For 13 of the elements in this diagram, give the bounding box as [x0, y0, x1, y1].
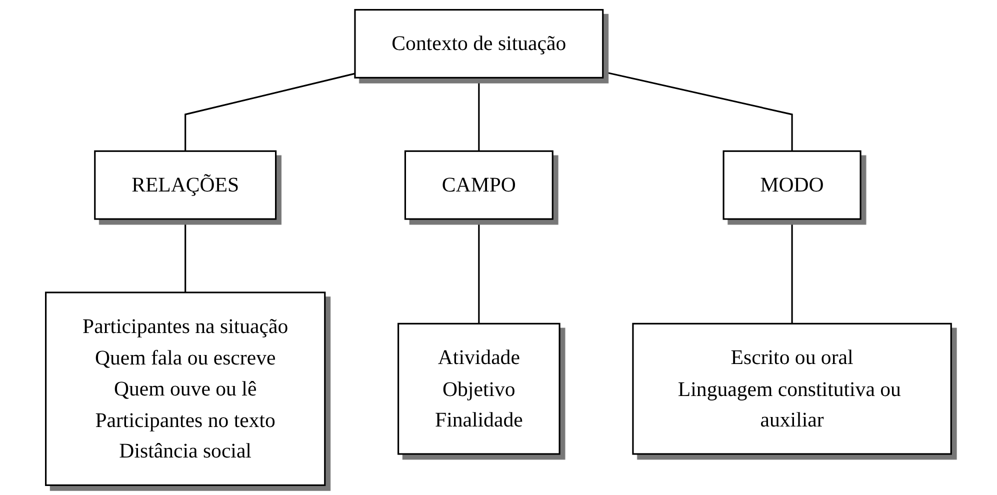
node-box: CAMPO [404, 150, 554, 220]
connector [478, 78, 480, 152]
node-box: Participantes na situação Quem fala ou escreve Quem ouve ou lê Participantes no texto Distância social [45, 292, 326, 486]
connector [184, 72, 356, 152]
node-box: Escrito ou oral Linguagem constitutiva ou auxiliar [632, 322, 952, 455]
node-box: Atividade Objetivo Finalidade [398, 322, 560, 455]
node-box: Contexto de situação [354, 9, 604, 78]
connector [791, 219, 793, 324]
node-box: RELAÇÕES [94, 150, 277, 220]
node-box: MODO [722, 150, 862, 220]
connector [478, 219, 480, 324]
connector [602, 70, 793, 152]
connector [184, 219, 186, 292]
